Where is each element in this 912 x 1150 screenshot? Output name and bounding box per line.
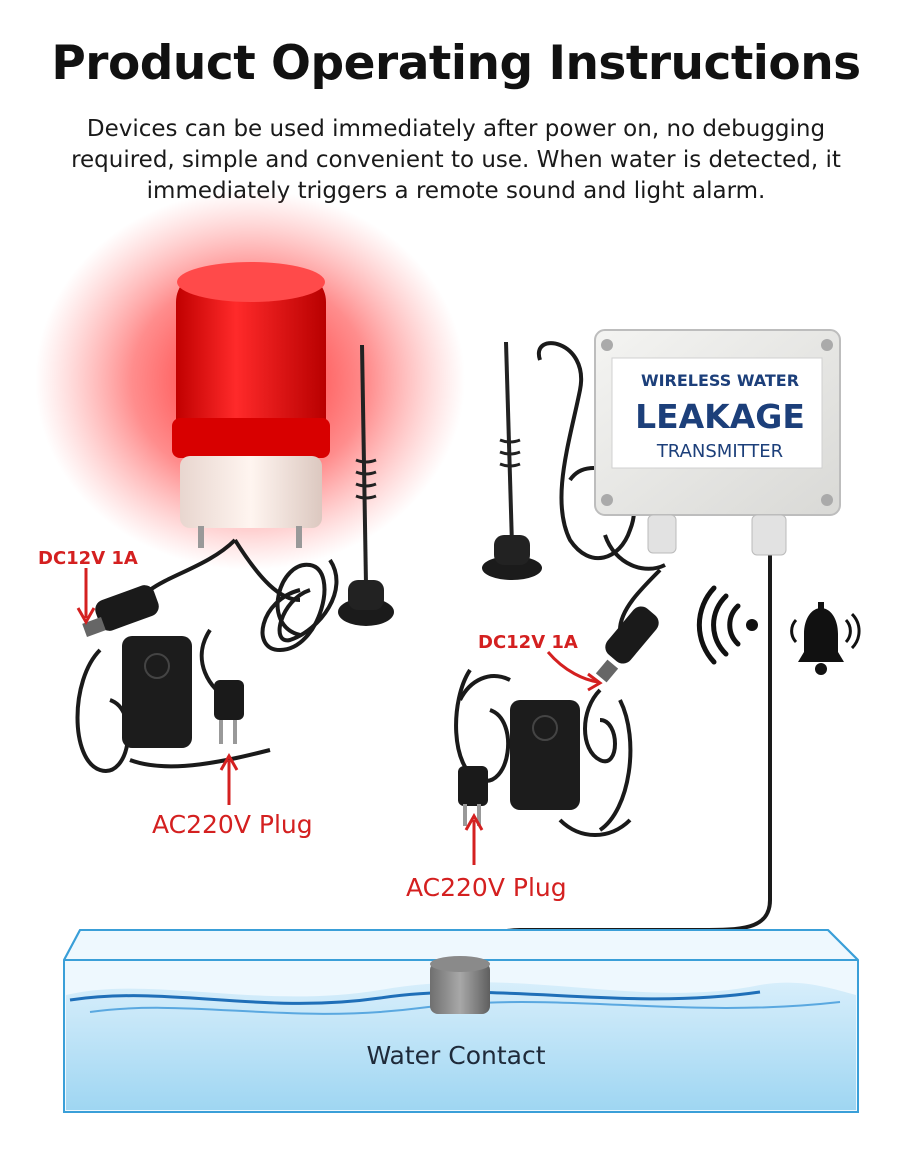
signal-waves-icon: [696, 585, 758, 665]
bell-icon: [790, 602, 861, 675]
description-line: required, simple and convenient to use. …: [71, 147, 841, 173]
left-plug-label: AC220V Plug: [152, 810, 313, 839]
transmitter-label-line1: WIRELESS WATER: [640, 371, 800, 390]
arrow-down-icon: [76, 568, 96, 626]
description-line: Devices can be used immediately after po…: [86, 116, 826, 142]
left-power-adapter: [122, 636, 244, 748]
arrow-up-icon: [464, 812, 484, 865]
arrow-up-icon: [219, 752, 239, 805]
transmitter-label-line3: TRANSMITTER: [656, 441, 784, 462]
water-tank: [63, 929, 859, 1113]
water-contact-label: Water Contact: [366, 1041, 546, 1070]
right-dc-connector: [595, 606, 659, 683]
right-plug-label: AC220V Plug: [406, 873, 567, 902]
left-dc-connector: [82, 585, 159, 637]
right-antenna: [482, 341, 542, 580]
right-power-label: DC12V 1A: [478, 632, 578, 653]
left-antenna: [338, 344, 394, 626]
left-cables: [75, 538, 339, 773]
arrow-down-icon: [546, 651, 603, 692]
transmitter-box: [594, 329, 841, 556]
page-title: Product Operating Instructions: [51, 36, 861, 91]
transmitter-label-line2: LEAKAGE: [635, 397, 805, 436]
left-power-label: DC12V 1A: [38, 548, 138, 569]
water-sensor: [430, 956, 490, 1014]
alarm-lamp: [35, 190, 465, 570]
right-power-adapter: [458, 700, 580, 826]
